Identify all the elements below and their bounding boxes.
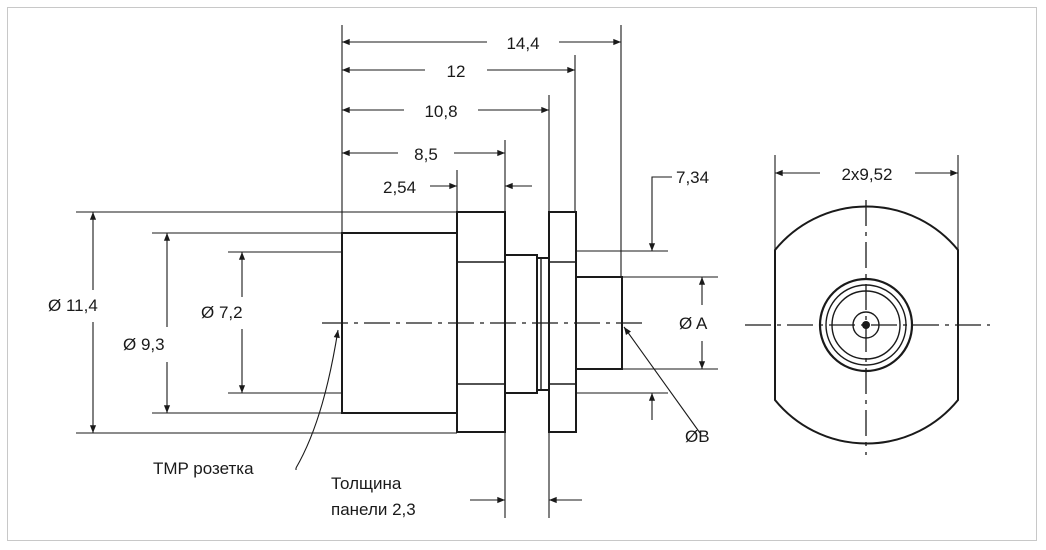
dim-2-54-label: 2,54 (383, 178, 416, 197)
dim-dia-a-label: Ø A (679, 314, 708, 333)
dim-8-5-label: 8,5 (414, 145, 438, 164)
center-pin (862, 321, 870, 329)
dim-14-4-label: 14,4 (506, 34, 539, 53)
dim-12-label: 12 (447, 62, 466, 81)
dim-front-width-label: 2x9,52 (841, 165, 892, 184)
dim-7-34-label: 7,34 (676, 168, 709, 187)
tmp-socket-label: TMP розетка (153, 459, 254, 478)
front-view (745, 200, 990, 455)
dim-dia-11-4-label: Ø 11,4 (48, 296, 98, 315)
dim-dia-b-label: ØB (685, 427, 710, 446)
dim-dia-7-2-label: Ø 7,2 (201, 303, 243, 322)
panel-thickness-label-line2: панели 2,3 (331, 500, 416, 519)
hex-flange (456, 211, 506, 433)
dim-10-8-label: 10,8 (424, 102, 457, 121)
panel-nut (548, 211, 577, 433)
washer (536, 257, 550, 391)
threaded-neck (504, 254, 538, 394)
dimension-labels: 14,4 12 10,8 8,5 2,54 7,34 Ø 11,4 Ø 9,3 … (48, 34, 893, 519)
side-view (76, 25, 718, 518)
dim-dia-9-3-label: Ø 9,3 (123, 335, 165, 354)
panel-thickness-label-line1: Толщина (331, 474, 402, 493)
dimension-lines (89, 38, 959, 504)
